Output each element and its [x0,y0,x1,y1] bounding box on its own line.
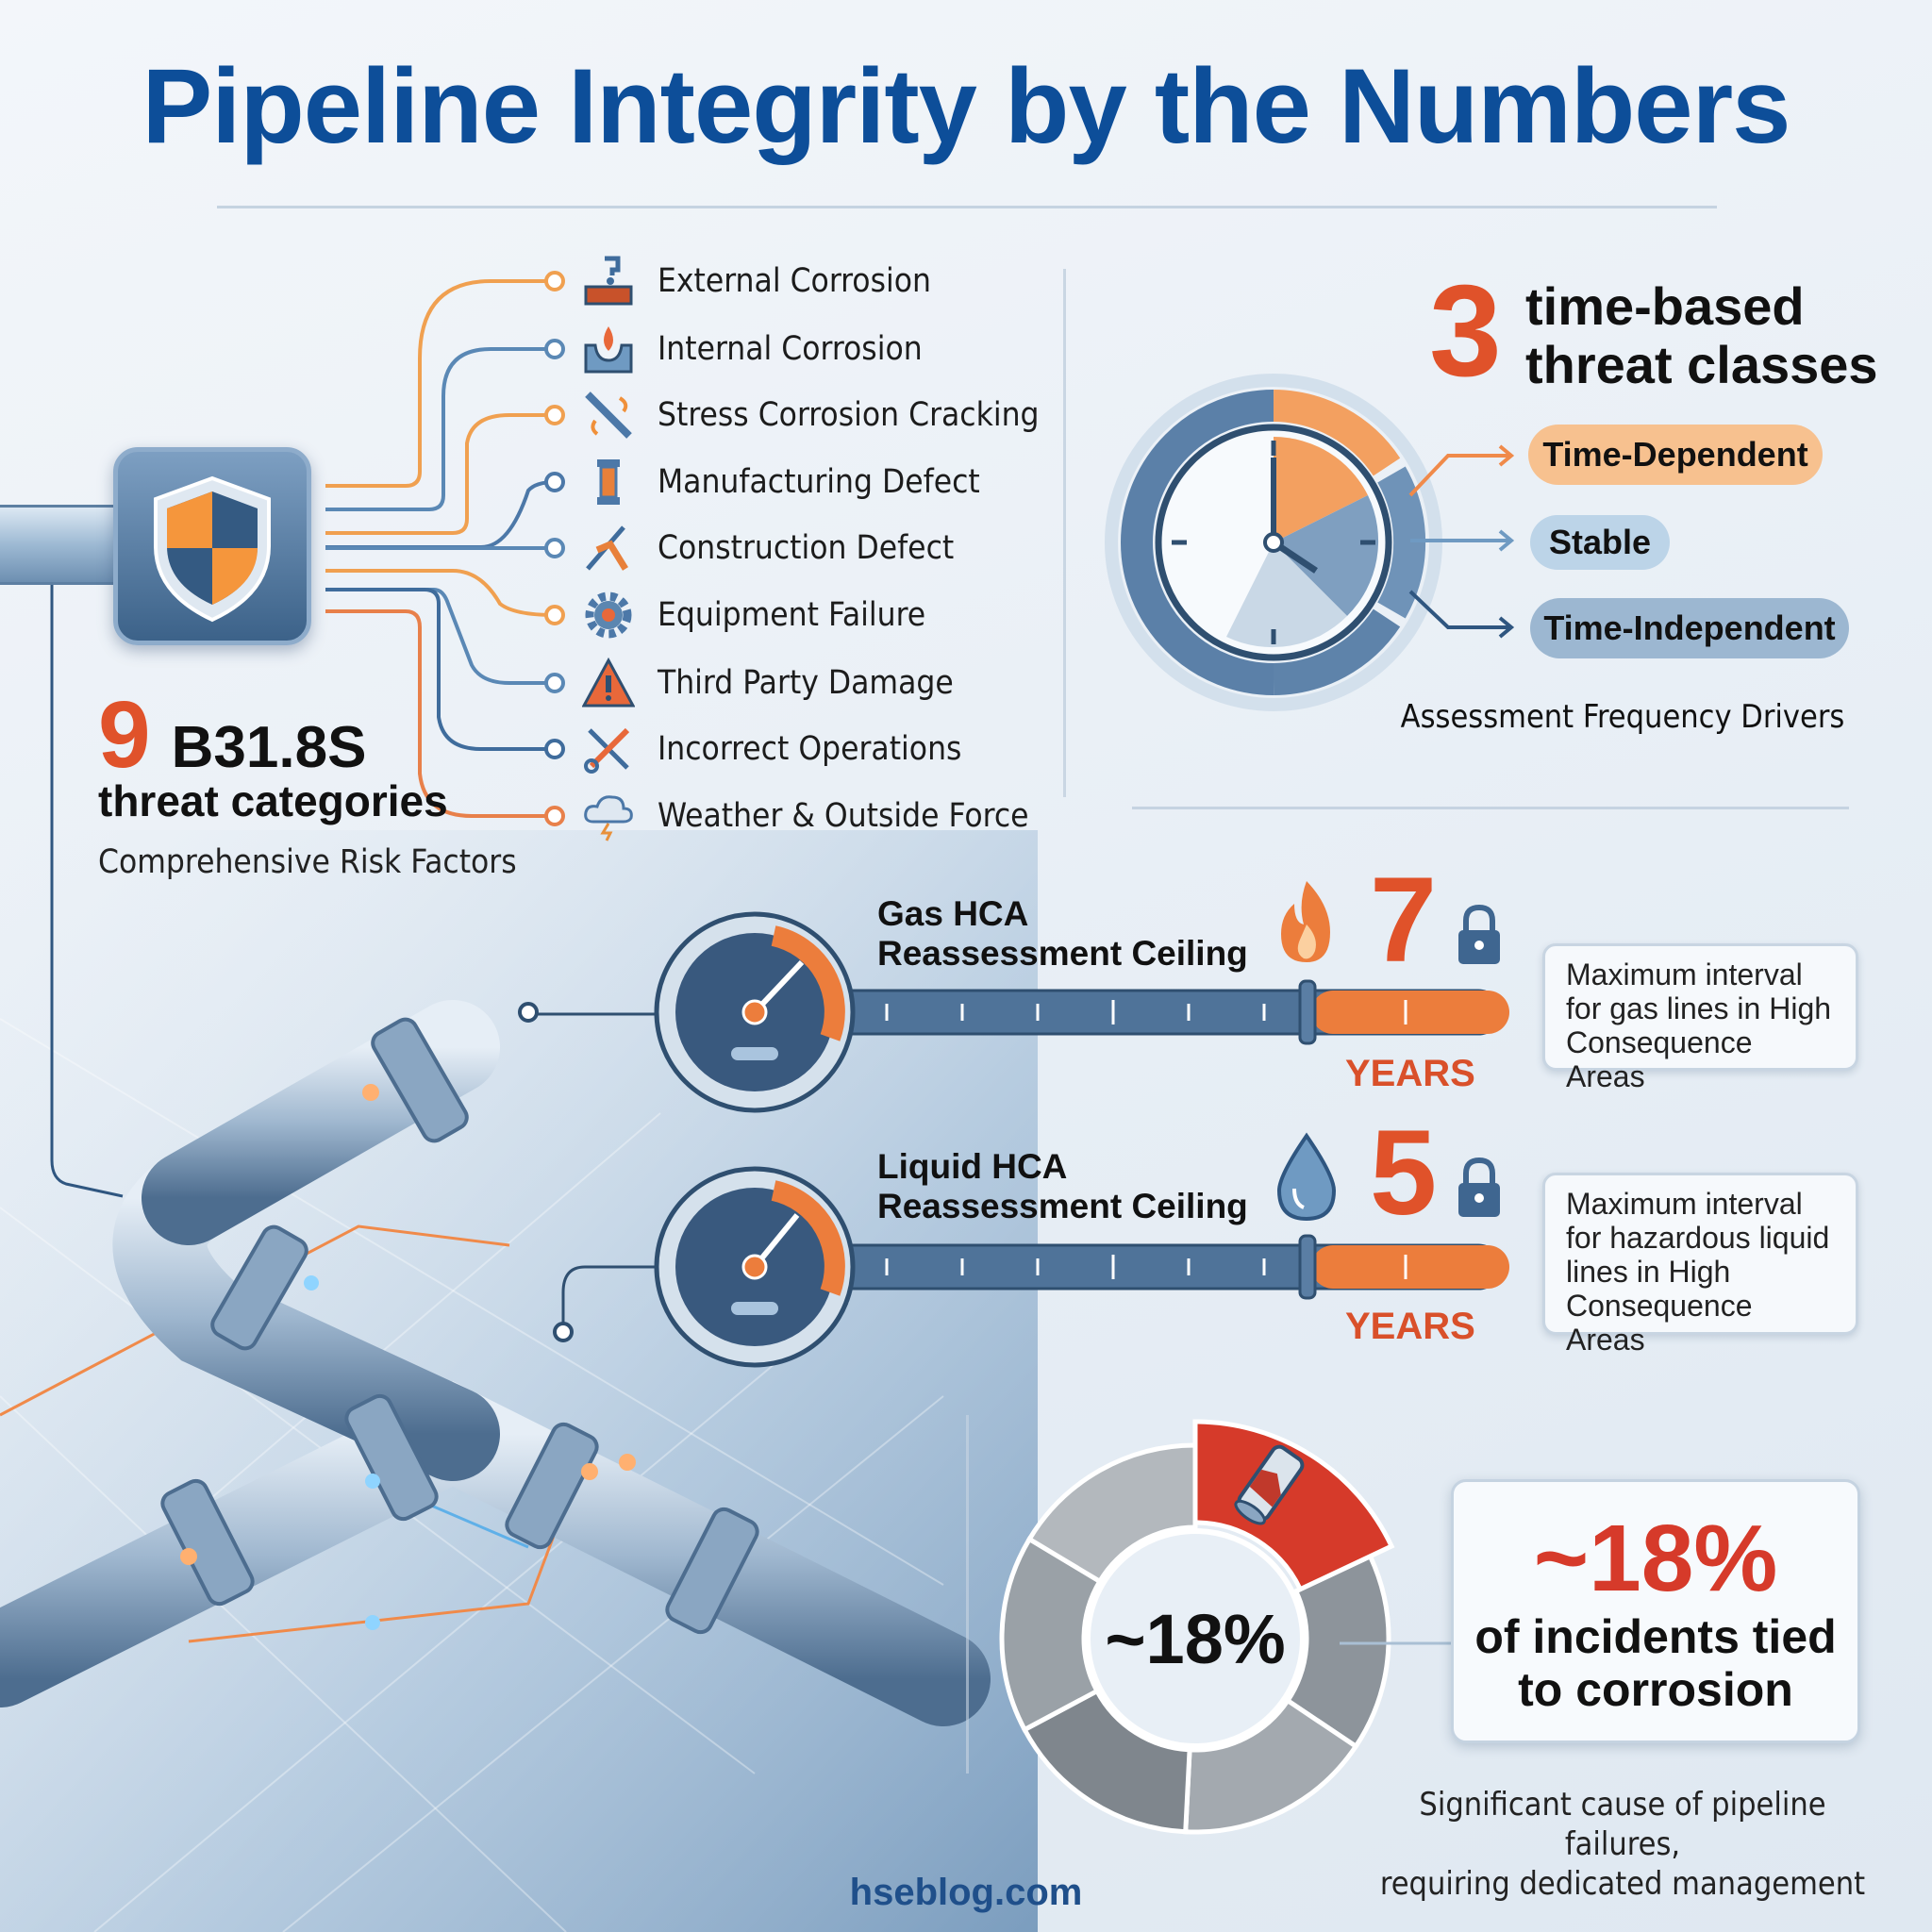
threat-item: Third Party Damage [580,655,954,711]
time-class-heading-line1: time-based [1525,276,1805,336]
stable-pill: Stable [1530,515,1670,570]
liquid-title-line2: Reassessment Ceiling [877,1187,1248,1225]
liquid-title-line1: Liquid HCA [877,1147,1068,1186]
corrosion-percent: ~18% [1533,1506,1778,1611]
threat-item: Stress Corrosion Cracking [580,387,1040,443]
lock-icon [1458,904,1500,964]
shield-icon [154,475,271,623]
gear-icon [580,587,637,643]
time-independent-pill: Time-Independent [1530,598,1849,658]
manufacturing-defect-icon [580,454,637,510]
section-divider [1063,269,1066,797]
threat-item: Equipment Failure [580,587,925,643]
threat-item: Construction Defect [580,520,954,576]
standard-name: B31.8S [171,715,367,780]
corrosion-line2: to corrosion [1518,1663,1793,1716]
threat-count-heading: 9 B31.8S [98,681,366,790]
warning-icon [580,655,637,711]
section-divider [1132,807,1849,809]
donut-segment-corrosion [1192,1419,1395,1592]
donut-center-label: ~18% [1105,1600,1286,1678]
shield-badge [113,447,311,645]
time-class-count: 3 [1429,258,1502,404]
flame-icon [1281,881,1330,962]
donut-hole [1085,1528,1306,1749]
external-corrosion-icon [580,253,637,309]
gas-years-value: 7 [1370,853,1438,988]
corroded-pipe-icon [1234,1444,1305,1525]
storm-cloud-icon [580,788,637,844]
gas-title-line1: Gas HCA [877,894,1029,933]
time-class-caption: Assessment Frequency Drivers [1400,698,1845,736]
corrosion-line1: of incidents tied [1474,1610,1837,1663]
droplet-icon [1276,1132,1337,1222]
threat-item: Manufacturing Defect [580,454,980,510]
gas-years-unit: YEARS [1345,1053,1475,1094]
corrosion-donut [999,1419,1453,1835]
gas-callout: Maximum interval for gas lines in High C… [1542,943,1858,1093]
threat-item: External Corrosion [580,253,931,309]
threat-subtitle: Comprehensive Risk Factors [98,843,517,881]
footer-site[interactable]: hseblog.com [849,1872,1083,1913]
threat-item: Incorrect Operations [580,721,961,777]
liquid-gauge [654,1166,1509,1368]
title-divider [217,206,1717,208]
threat-categories-label: threat categories [98,776,448,825]
liquid-years-value: 5 [1370,1106,1438,1241]
footnote-line2: requiring dedicated management [1379,1865,1866,1903]
gas-gauge [654,911,1509,1113]
liquid-callout: Maximum interval for hazardous liquid li… [1542,1173,1858,1357]
time-class-heading-line2: threat classes [1525,335,1878,394]
gas-title-line2: Reassessment Ceiling [877,934,1248,973]
liquid-hca-title: Liquid HCA Reassessment Ceiling [877,1147,1248,1226]
page-title: Pipeline Integrity by the Numbers [142,47,1791,165]
stress-cracking-icon [580,387,637,443]
section-divider [966,1415,969,1774]
threat-item: Weather & Outside Force [580,788,1029,844]
clock-icon [1105,374,1515,711]
threat-count: 9 [98,682,151,788]
internal-corrosion-icon [580,321,637,377]
time-dependent-pill: Time-Dependent [1528,425,1823,485]
pipe-stub [0,505,118,585]
corrosion-stat-card: ~18% of incidents tied to corrosion [1451,1479,1860,1743]
time-class-heading: time-based threat classes [1525,277,1878,394]
corrosion-footnote: Significant cause of pipeline failures, … [1358,1785,1887,1904]
tools-icon [580,721,637,777]
lock-icon [1458,1157,1500,1217]
construction-icon [580,520,637,576]
threat-item: Internal Corrosion [580,321,923,377]
footnote-line1: Significant cause of pipeline failures, [1419,1786,1826,1863]
liquid-years-unit: YEARS [1345,1306,1475,1347]
gas-hca-title: Gas HCA Reassessment Ceiling [877,894,1248,974]
